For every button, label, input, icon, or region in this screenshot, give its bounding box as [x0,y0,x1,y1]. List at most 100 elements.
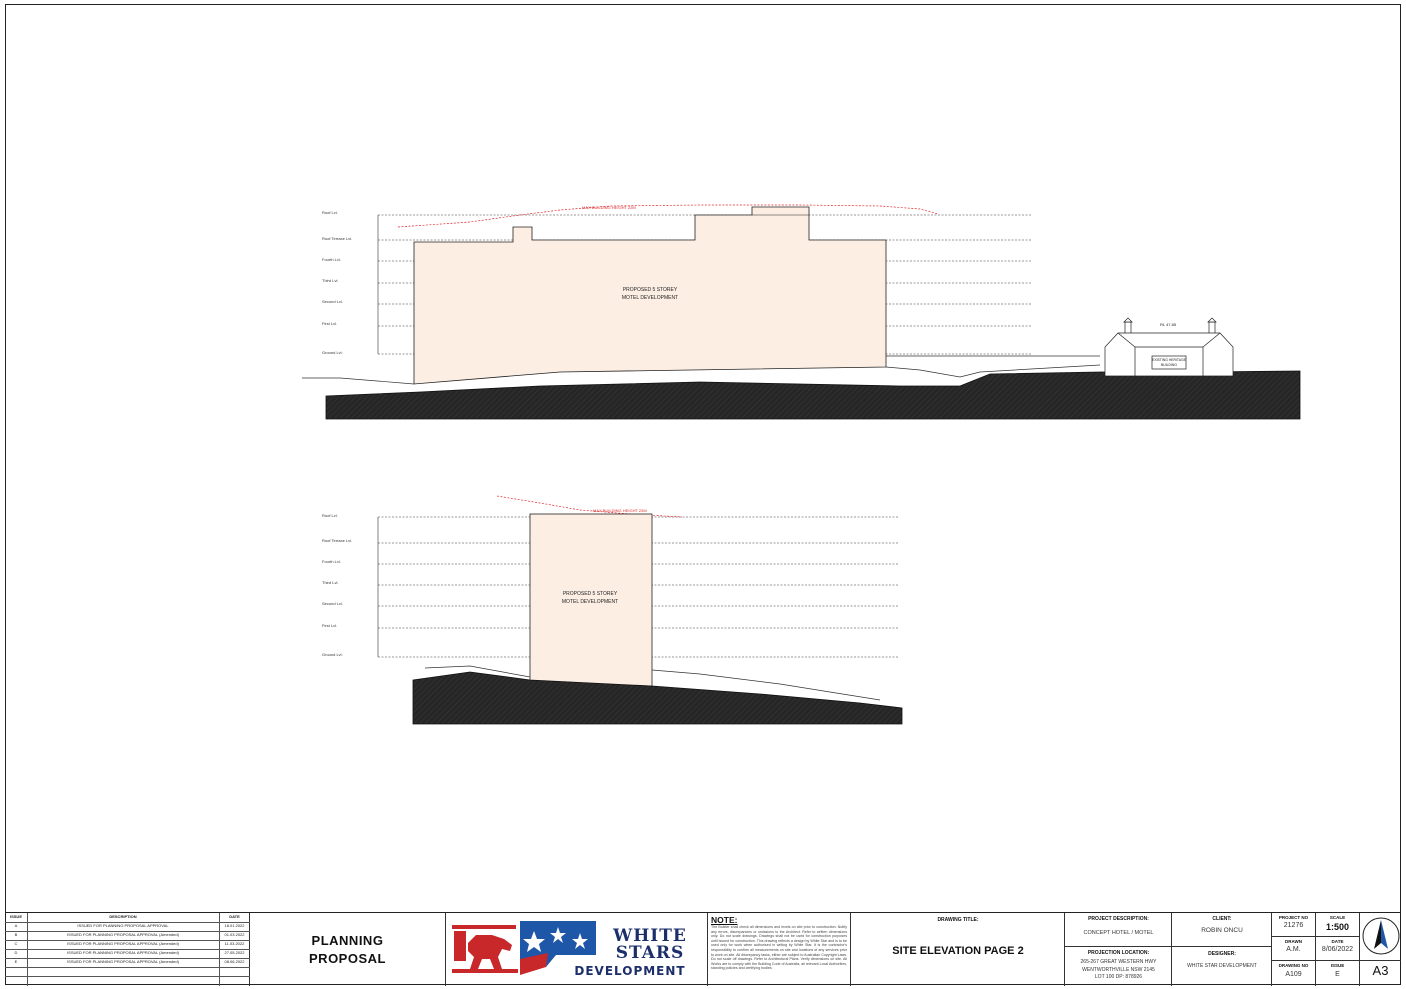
issue-code: C [14,941,18,946]
designer-label: DESIGNER: [1208,951,1236,957]
project-panel: PROJECT DESCRIPTION: CONCEPT HOTEL / MOT… [1065,913,1172,986]
issue-value: E [1335,971,1340,978]
level-labels: Roof Lvl. Roof Terrace Lvl. Fourth Lvl. … [322,210,352,355]
logo-word-white: WHITE [613,926,687,946]
heritage-building [1104,317,1234,377]
ground-line [302,355,1100,385]
level-label: First Lvl. [322,623,337,628]
project-location-line: 265-267 GREAT WESTERN HWY [1080,959,1157,965]
ground-section [325,370,1301,420]
title-block: ISSUE DESCRIPTION DATE A ISSUED FOR PLAN… [5,912,1401,986]
ground-line [424,665,881,701]
building-label: MOTEL DEVELOPMENT [562,599,618,605]
drawing-title-panel: DRAWING TITLE: SITE ELEVATION PAGE 2 [851,913,1065,986]
designer-name: WHITE STAR DEVELOPMENT [1187,963,1257,969]
table-row: E ISSUED FOR PLANNING PROPOSAL APPROVAL … [5,958,250,968]
drawing-title-label: DRAWING TITLE: [937,917,979,923]
building-label: PROPOSED 5 STOREY [623,287,678,293]
drawing-no-label: DRAWING NO [1278,963,1309,968]
table-row [5,976,250,985]
issue-date: 27.05.2022 [224,950,245,955]
project-no: 21276 [1283,922,1304,929]
issue-header-row: ISSUE DESCRIPTION DATE [5,913,250,923]
sheet-size: A3 [1372,963,1389,978]
horse-logo-icon [450,921,520,973]
client-label: CLIENT: [1212,916,1232,922]
level-label: Roof Lvl. [322,210,338,215]
ground-line [885,364,1101,378]
issue-code: A [14,923,18,928]
proposal-label: PROPOSAL [309,950,386,966]
issue-description: ISSUED FOR PLANNING PROPOSAL APPROVAL [77,923,169,928]
drawn-by: A.M. [1286,946,1301,953]
proposed-building [529,513,653,688]
drawn-label: DRAWN [1285,939,1302,944]
table-row [5,967,250,977]
drawing-numbers-panel: PROJECT NO 21276 SCALE 1:500 DRAWN A.M. … [1272,913,1360,986]
max-height-label: MAX BUILDING HEIGHT 22M [593,508,647,513]
issue-header: ISSUE [9,914,22,919]
issue-description: ISSUED FOR PLANNING PROPOSAL APPROVAL (A… [67,959,179,964]
max-height-line [397,204,939,228]
level-label: Ground Lvl. [322,652,343,657]
max-height-label: MAX BUILDING HEIGHT 22M [582,205,636,210]
table-row: B ISSUED FOR PLANNING PROPOSAL APPROVAL … [5,931,250,941]
heritage-label: EXISTING HERITAGE [1152,358,1187,362]
date-header: DATE [229,914,240,919]
project-location: 265-267 GREAT WESTERN HWY WENTWORTHVILLE… [1065,959,1172,982]
table-row: C ISSUED FOR PLANNING PROPOSAL APPROVAL … [5,940,250,950]
building-label: PROPOSED 5 STOREY [563,591,618,597]
planning-label: PLANNING [311,932,384,948]
north-panel: A3 [1360,913,1401,986]
level-label: Second Lvl. [322,299,343,304]
level-label: Roof Terrace Lvl. [322,236,352,241]
project-description: CONCEPT HOTEL / MOTEL [1083,930,1154,936]
project-location-line: WENTWORTHVILLE NSW 2145 [1082,966,1155,973]
issue-date: 01.03.2022 [224,932,245,937]
stars-logo-icon [520,921,596,975]
level-label: Third Lvl. [322,278,338,283]
client-panel: CLIENT: ROBIN ONCU DESIGNER: WHITE STAR … [1172,913,1272,986]
elevation-1: Roof Lvl. Roof Terrace Lvl. Fourth Lvl. … [302,204,1301,420]
company-logo: WHITE STARS DEVELOPMENT [446,913,708,986]
note-text: The Builder shall check all dimensions a… [711,925,847,971]
drawing-date: 8/06/2022 [1321,946,1354,953]
issue-code: B [14,932,18,937]
issue-table: ISSUE DESCRIPTION DATE A ISSUED FOR PLAN… [5,913,250,986]
table-row: D ISSUED FOR PLANNING PROPOSAL APPROVAL … [5,949,250,959]
scale-label: SCALE [1329,915,1346,920]
logo-word-stars: STARS [615,943,685,963]
level-label: Second Lvl. [322,601,343,606]
level-label: First Lvl. [322,321,337,326]
issue-code: E [14,959,18,964]
date-label: DATE [1331,939,1344,944]
logo-text: WHITE STARS [596,928,704,962]
issue-date: 18.01.2022 [224,923,245,928]
drawing-title: SITE ELEVATION PAGE 2 [892,945,1024,957]
description-header: DESCRIPTION [109,914,137,919]
issue-description: ISSUED FOR PLANNING PROPOSAL APPROVAL (A… [67,950,179,955]
elevation-drawings: Roof Lvl. Roof Terrace Lvl. Fourth Lvl. … [302,204,1301,725]
note-title: NOTE: [711,915,738,925]
issue-date: 11.03.2022 [224,941,245,946]
level-label: Roof Lvl. [322,513,338,518]
issue-description: ISSUED FOR PLANNING PROPOSAL APPROVAL (A… [67,941,179,946]
logo-development: DEVELOPMENT [574,964,686,978]
north-arrow-icon [1362,917,1400,955]
table-row: A ISSUED FOR PLANNING PROPOSAL APPROVAL … [5,922,250,932]
level-label: Fourth Lvl. [322,257,341,262]
level-labels: Roof Lvl. Roof Terrace Lvl. Fourth Lvl. … [322,513,352,657]
ground-section [412,671,903,725]
level-label: Ground Lvl. [322,350,343,355]
planning-proposal: PLANNING PROPOSAL [250,913,446,986]
heritage-rl-label: RL 47.85 [1160,322,1177,327]
project-location-label: PROJECTION LOCATION: [1087,950,1150,956]
proposed-building [413,206,887,385]
project-location-line: LOT 100 DP: 878926 [1094,974,1143,980]
project-no-label: PROJECT NO [1278,915,1309,920]
heritage-label: BUILDING [1161,363,1177,367]
project-description-label: PROJECT DESCRIPTION: [1088,916,1149,922]
issue-description: ISSUED FOR PLANNING PROPOSAL APPROVAL (A… [67,932,179,937]
issue-code: D [14,950,18,955]
